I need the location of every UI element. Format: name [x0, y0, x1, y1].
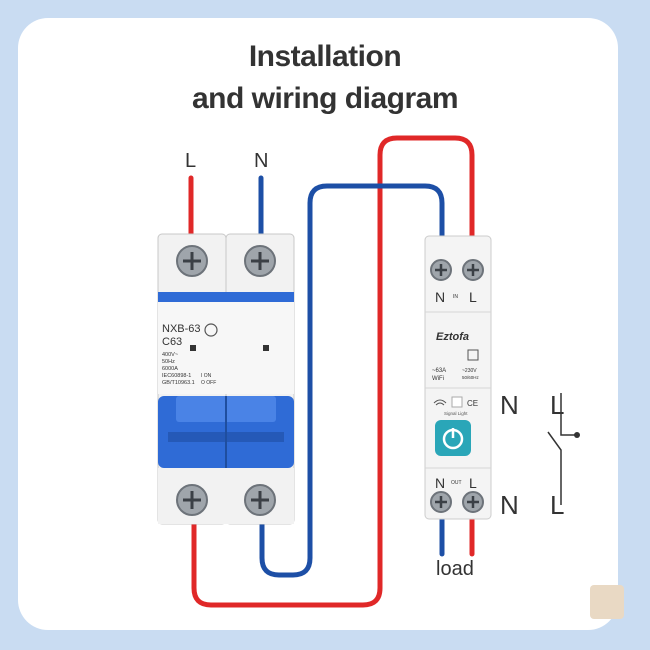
breaker-spec-2: 50Hz	[162, 359, 175, 365]
smart-switch: N L IN Eztofa ~63A WiFi ~230V 50/60Hz CE…	[424, 235, 492, 520]
switch-voltage: ~230V	[462, 368, 477, 374]
switch-current: ~63A	[432, 368, 446, 374]
switch-freq: 50/60Hz	[462, 375, 480, 380]
wifi-icon	[433, 399, 447, 406]
switch-symbol	[547, 393, 580, 505]
watermark-logo	[590, 585, 624, 619]
switch-cert-icon	[467, 349, 479, 361]
ccc-icon	[204, 323, 218, 337]
switch-bottom-n: N	[435, 475, 445, 491]
circuit-breaker: NXB-63 C63 400V~ 50Hz 6000A IEC60898-1 G…	[157, 233, 295, 525]
symbol-n-bottom: N	[500, 490, 519, 520]
input-neutral-label: N	[254, 150, 269, 172]
switch-wifi-text: WiFi	[432, 376, 444, 382]
breaker-rating: C63	[162, 336, 182, 348]
symbol-l-bottom: L	[550, 490, 565, 520]
symbol-l-top: L	[550, 390, 565, 420]
title-line-1: Installation	[248, 40, 402, 73]
diagram-title: Installation and wiring diagram	[0, 36, 650, 120]
title-line-2: and wiring diagram	[191, 82, 459, 115]
symbol-n-top: N	[500, 390, 519, 420]
breaker-blue-band	[158, 292, 294, 302]
breaker-indicator-left	[190, 345, 196, 351]
switch-ce: CE	[467, 399, 478, 408]
live-loop-wire	[191, 135, 475, 608]
breaker-off-text: O OFF	[201, 380, 216, 386]
input-live-label: L	[185, 150, 197, 172]
breaker-spec-3: 6000A	[162, 366, 178, 372]
breaker-std-1: IEC60898-1	[162, 373, 191, 379]
signal-light	[451, 396, 463, 408]
breaker-model: NXB-63	[162, 323, 201, 335]
load-label: load	[436, 558, 474, 580]
wires	[188, 135, 475, 608]
breaker-indicator-right	[263, 345, 269, 351]
neutral-loop-wire	[259, 183, 445, 578]
switch-brand: Eztofa	[436, 331, 469, 343]
switch-bottom-out: OUT	[451, 480, 462, 486]
switch-signal-label: Signal Light	[444, 411, 468, 416]
breaker-std-2: GB/T10963.1	[162, 380, 195, 386]
breaker-on-text: I ON	[201, 373, 212, 379]
breaker-spec-1: 400V~	[162, 352, 178, 358]
switch-top-n: N	[435, 289, 445, 305]
switch-top-in: IN	[453, 294, 458, 300]
switch-top-l: L	[469, 289, 477, 305]
switch-bottom-l: L	[469, 475, 477, 491]
diagram-card	[18, 18, 618, 630]
